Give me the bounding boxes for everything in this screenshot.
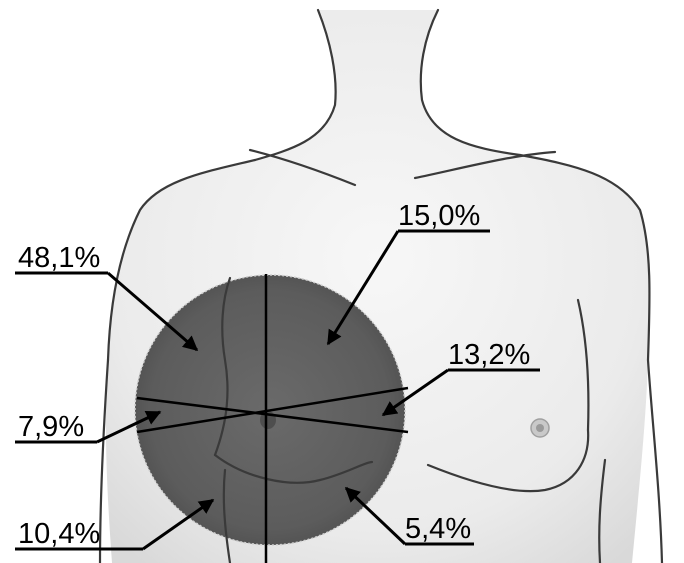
region-label: 5,4% (405, 513, 471, 545)
region-label: 10,4% (18, 518, 100, 550)
arm-right-contour (648, 360, 662, 563)
region-label: 13,2% (448, 339, 530, 371)
region-label: 48,1% (18, 242, 100, 274)
region-label: 7,9% (18, 411, 84, 443)
region-label: 15,0% (398, 200, 480, 232)
